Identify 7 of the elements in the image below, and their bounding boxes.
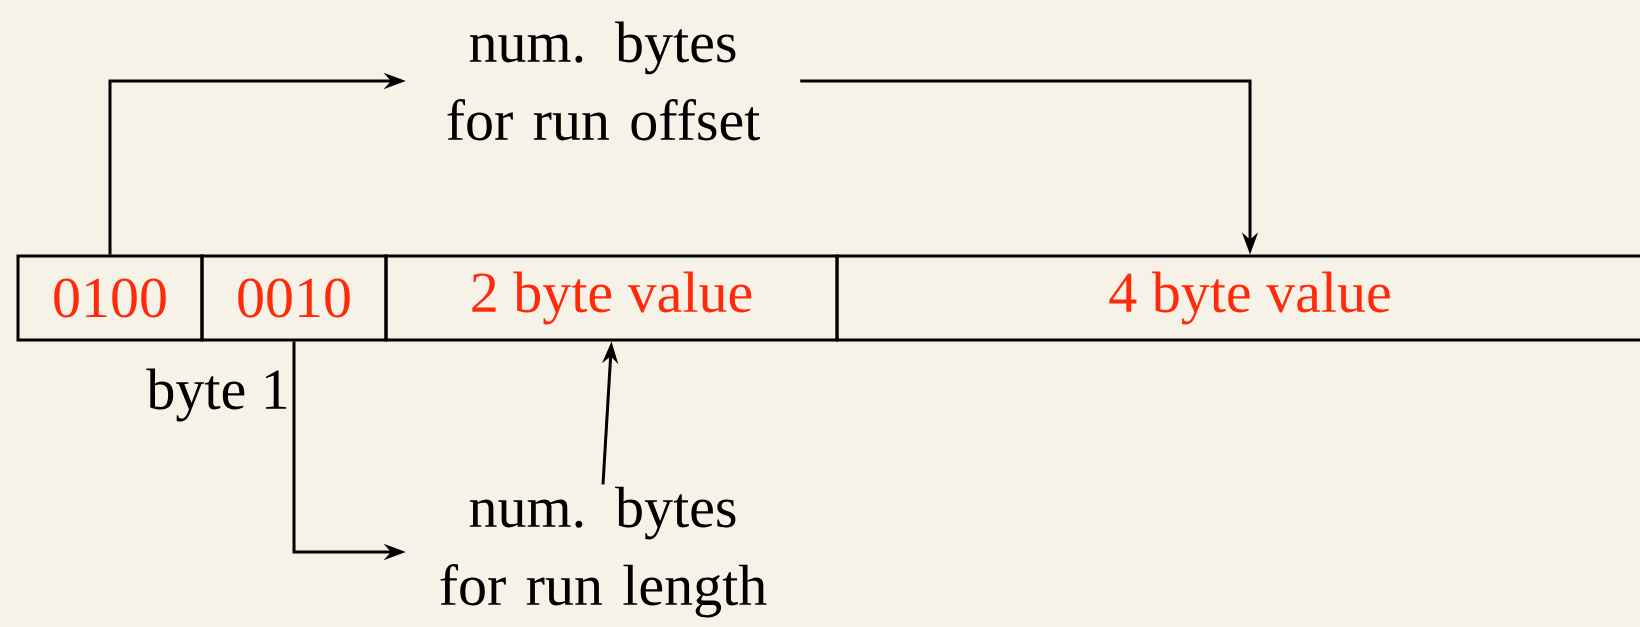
field-description: num. bytes for run offset: [447, 21, 760, 141]
field-box: 4 byte value: [835, 254, 1640, 342]
field-description: num. bytes for run length: [440, 486, 767, 618]
byte-label: byte 1: [146, 368, 287, 422]
field-box: 0010: [200, 254, 388, 342]
field-box: 2 byte value: [384, 254, 839, 342]
field-box: 0100: [16, 254, 204, 342]
